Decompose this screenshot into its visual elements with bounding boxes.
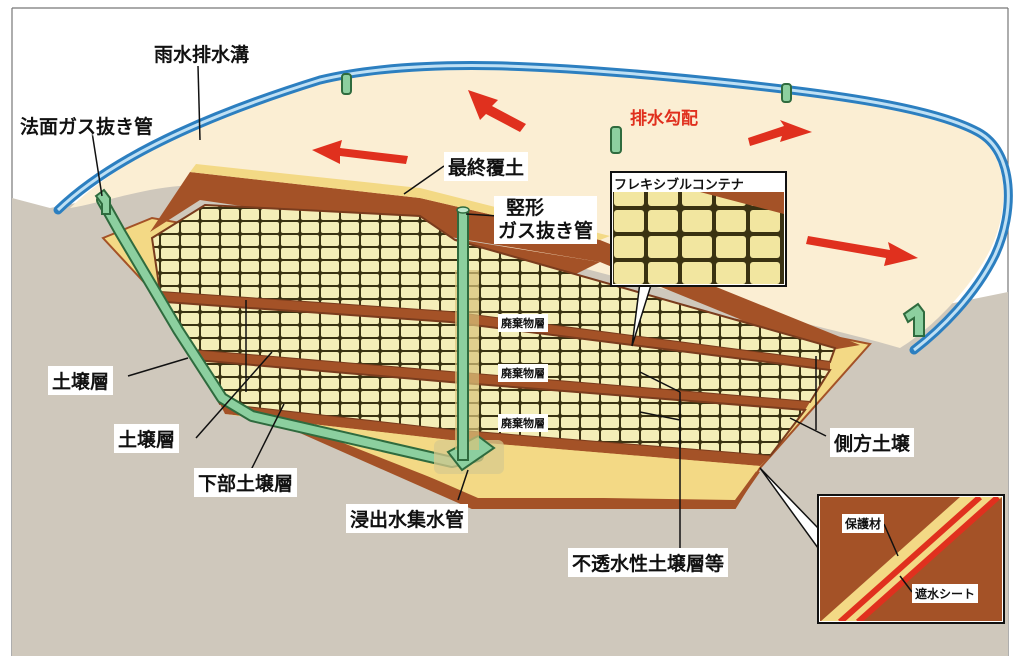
label-rain-ditch: 雨水排水溝 [154, 44, 250, 66]
waste-tier-1 [150, 203, 837, 364]
leader-lines [91, 65, 913, 593]
label-waste-layer-2: 廃棄物層 [498, 364, 548, 382]
label-drainage-slope: 排水勾配 [630, 109, 698, 129]
label-vertical-gas-pipe: 竪形 ガス抜き管 [494, 196, 598, 244]
drainage-arrows [312, 90, 918, 266]
label-vertical-gas-pipe-line2: ガス抜き管 [498, 220, 594, 242]
label-final-cover: 最終覆土 [444, 152, 529, 181]
label-soil-layer-outer: 土壌層 [48, 366, 114, 395]
label-side-soil: 側方土壌 [830, 428, 915, 457]
label-waste-layer-3: 廃棄物層 [498, 414, 548, 432]
label-slope-gas-pipe: 法面ガス抜き管 [20, 116, 154, 138]
label-protective-material: 保護材 [842, 514, 885, 533]
label-flexible-container: フレキシブルコンテナ [614, 178, 744, 193]
label-lower-soil-layer: 下部土壌層 [194, 468, 298, 497]
label-water-barrier-sheet: 遮水シート [912, 584, 979, 603]
label-leachate-pipe: 浸出水集水管 [346, 504, 469, 533]
label-vertical-gas-pipe-line1: 竪形 [506, 197, 545, 219]
gas-pipe-stubs [94, 73, 925, 337]
label-soil-layer-inner: 土壌層 [114, 424, 180, 453]
label-impermeable-layer: 不透水性土壌層等 [568, 548, 729, 577]
label-waste-layer-1: 廃棄物層 [498, 314, 548, 332]
